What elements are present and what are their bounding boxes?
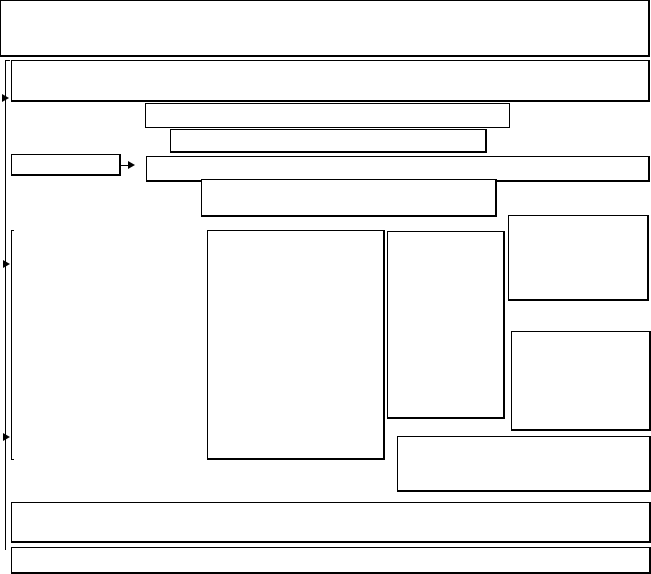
left-input-box (11, 154, 121, 176)
left-bracket-tick-top (5, 60, 10, 61)
banner-box (11, 60, 650, 102)
tall-column-box-left (207, 230, 385, 460)
header-box (0, 0, 650, 57)
centered-box-2 (170, 129, 487, 153)
right-middle-box (511, 331, 651, 431)
left-section-tick-bottom (11, 459, 14, 460)
bottom-right-box (397, 436, 651, 492)
right-top-box (508, 215, 649, 301)
left-section-line (11, 230, 12, 460)
arrow-left-section-1 (3, 260, 10, 268)
left-section-tick-top (11, 230, 14, 231)
left-input-arrow-shaft (121, 165, 130, 166)
tall-column-box-middle (387, 231, 505, 419)
left-bracket-line (5, 60, 6, 550)
arrow-left-section-2 (3, 433, 10, 441)
footer-box-1 (11, 502, 651, 543)
footer-box-2 (11, 547, 651, 574)
left-input-arrow-head (128, 161, 135, 169)
mid-box (201, 179, 497, 217)
arrow-to-banner-box (2, 94, 9, 102)
centered-box-1 (145, 103, 510, 128)
